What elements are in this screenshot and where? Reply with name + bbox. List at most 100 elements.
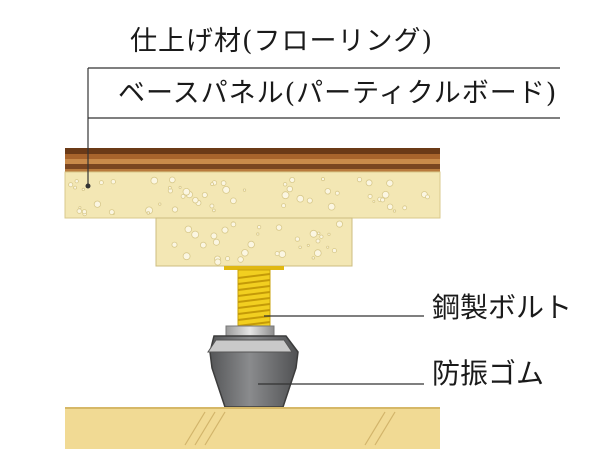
- particle-dot: [317, 231, 321, 235]
- particle-dot: [327, 232, 331, 236]
- particle-dot: [221, 226, 229, 234]
- particle-dot: [171, 206, 179, 213]
- particle-dot: [201, 191, 208, 198]
- particle-dot: [386, 203, 394, 210]
- particle-dot: [281, 191, 290, 200]
- particle-dot: [169, 176, 176, 184]
- particle-dot: [241, 249, 249, 257]
- finish-flooring-label: 仕上げ材(フローリング): [130, 26, 434, 57]
- particle-dot: [184, 225, 192, 233]
- particle-dot: [320, 177, 325, 182]
- particle-dot: [209, 203, 215, 209]
- particle-dot: [282, 182, 288, 187]
- particle-dot: [210, 182, 215, 187]
- particle-dot: [230, 197, 237, 205]
- particle-dot: [99, 180, 104, 186]
- bolt-thread: [237, 303, 271, 309]
- particle-dot: [76, 208, 82, 214]
- flooring-layer: [65, 148, 440, 172]
- particle-dot: [146, 211, 150, 215]
- particle-dot: [182, 188, 191, 196]
- particle-dot: [212, 208, 216, 213]
- particle-dot: [319, 234, 324, 239]
- leader-lines: [87, 67, 560, 385]
- particle-dot: [256, 225, 262, 230]
- particle-dot: [286, 185, 293, 193]
- particle-dot: [73, 185, 77, 190]
- particle-dot: [298, 245, 302, 249]
- particle-dot: [108, 209, 115, 216]
- particle-dot: [289, 176, 296, 183]
- particle-dot: [68, 182, 74, 188]
- particle-dot: [324, 188, 331, 195]
- particle-dot: [326, 245, 330, 249]
- particle-dot: [93, 200, 102, 208]
- bolt-thread: [237, 297, 271, 303]
- pedestal-block: [155, 217, 353, 267]
- particle-dot: [306, 197, 313, 204]
- bolt-thread: [237, 279, 271, 285]
- bolt-thread: [237, 309, 271, 315]
- particle-dot: [180, 193, 186, 199]
- particle-dot: [380, 197, 386, 203]
- particle-dot: [365, 179, 373, 187]
- particle-dot: [256, 232, 260, 236]
- particle-dot: [274, 251, 280, 257]
- particle-dot: [230, 221, 237, 228]
- particle-dot: [356, 177, 363, 183]
- particle-dot: [315, 238, 321, 244]
- particle-dot: [294, 236, 300, 242]
- particle-dot: [182, 252, 191, 261]
- particle-dot: [222, 185, 231, 194]
- particle-dot: [296, 194, 305, 203]
- anti-vibration-rubber: [207, 325, 299, 408]
- leader-dot: [85, 183, 91, 189]
- particle-dot: [367, 193, 373, 199]
- particle-dot: [306, 243, 310, 247]
- particle-dot: [331, 248, 337, 254]
- particle-dot: [275, 224, 283, 231]
- particle-dot: [214, 258, 222, 266]
- bolt-thread: [237, 285, 271, 291]
- steel-bolt-label: 鋼製ボルト: [432, 291, 573, 324]
- particle-dot: [212, 238, 220, 246]
- particle-dot: [192, 196, 199, 204]
- anti-vibration-rubber-label: 防振ゴム: [432, 357, 545, 390]
- particle-dot: [191, 230, 200, 239]
- particle-dot: [81, 209, 87, 215]
- particle-dot: [242, 188, 247, 192]
- steel-bolt: [224, 266, 284, 327]
- particle-dot: [309, 229, 318, 238]
- particle-dot: [74, 179, 79, 184]
- particle-dot: [386, 179, 394, 187]
- particle-dot: [178, 185, 182, 189]
- particle-dot: [392, 209, 397, 213]
- particle-dot: [425, 194, 430, 200]
- floor-slab: [65, 407, 440, 449]
- bolt-thread: [237, 273, 271, 279]
- bolt-thread: [237, 291, 271, 297]
- particle-dot: [313, 249, 322, 257]
- particle-dot: [150, 176, 159, 185]
- particle-dot: [237, 256, 244, 263]
- base-panel: [64, 171, 441, 219]
- particle-dot: [171, 241, 178, 248]
- particle-dot: [200, 241, 207, 249]
- particle-dot: [372, 200, 376, 203]
- bolt-thread: [237, 321, 271, 327]
- particle-dot: [158, 202, 162, 206]
- particle-dot: [81, 187, 85, 191]
- bolt-thread: [237, 315, 271, 321]
- particle-dot: [110, 179, 116, 185]
- particle-dot: [168, 185, 172, 190]
- particle-dot: [381, 191, 390, 199]
- particle-dot: [220, 180, 227, 186]
- particle-dot: [278, 250, 287, 258]
- particle-dot: [225, 256, 231, 262]
- particle-dot: [210, 232, 218, 240]
- particle-dot: [327, 202, 336, 211]
- particle-dot: [334, 190, 340, 196]
- particle-dot: [247, 240, 255, 249]
- particle-dot: [78, 206, 82, 210]
